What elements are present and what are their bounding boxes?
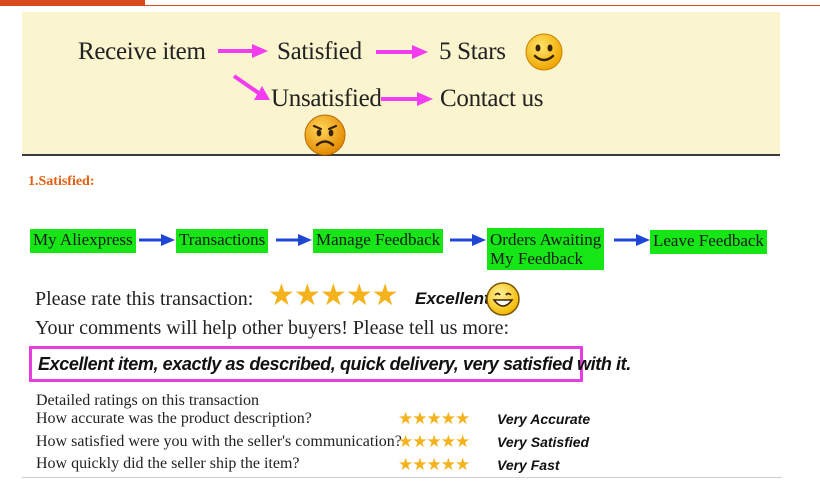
happy-smiley-icon (525, 33, 563, 71)
arrow-down-right-icon (232, 74, 270, 100)
flow-satisfied: Satisfied (277, 38, 362, 65)
star-icon[interactable]: ★ (319, 278, 347, 313)
star-icon[interactable]: ★ (345, 278, 373, 313)
step-leave-feedback: Leave Feedback (650, 230, 767, 254)
sad-smiley-icon (304, 114, 346, 156)
flow-unsatisfied: Unsatisfied (271, 85, 382, 112)
step-orders-awaiting-line2: My Feedback (490, 249, 584, 268)
arrow-right-icon (450, 234, 486, 246)
detail-question-accuracy: How accurate was the product description… (36, 410, 312, 427)
star-icon[interactable]: ★ (293, 278, 321, 313)
detail-rating-communication: Very Satisfied (497, 434, 590, 450)
detail-stars-accuracy[interactable]: ★★★★★ (398, 409, 470, 429)
grinning-smiley-icon (486, 282, 520, 316)
comment-text: Excellent item, exactly as described, qu… (38, 354, 631, 374)
arrow-right-icon (276, 234, 312, 246)
arrow-right-icon (218, 44, 268, 58)
rating-label: Excellent (415, 289, 490, 308)
arrow-right-icon (376, 45, 428, 59)
rate-prompt: Please rate this transaction: (35, 288, 254, 310)
top-accent-tab (0, 0, 145, 6)
arrow-right-icon (381, 92, 433, 106)
arrow-right-icon (614, 234, 650, 246)
detailed-ratings-heading: Detailed ratings on this transaction (36, 392, 260, 409)
top-accent-line (145, 5, 820, 6)
detail-rating-accuracy: Very Accurate (497, 411, 591, 427)
comments-prompt: Your comments will help other buyers! Pl… (35, 317, 510, 339)
star-icon[interactable]: ★ (268, 278, 295, 313)
detail-question-shipping: How quickly did the seller ship the item… (36, 455, 300, 472)
flow-receive-item: Receive item (78, 38, 206, 65)
star-icon[interactable]: ★ (371, 278, 399, 313)
bottom-divider (22, 477, 782, 478)
step-orders-awaiting-line1: Orders Awaiting (490, 230, 602, 249)
step-my-aliexpress: My Aliexpress (30, 229, 136, 253)
flow-five-stars: 5 Stars (439, 38, 506, 65)
arrow-right-icon (139, 234, 175, 246)
detail-question-communication: How satisfied were you with the seller's… (36, 433, 402, 450)
detail-stars-communication[interactable]: ★★★★★ (398, 432, 470, 452)
rating-stars[interactable]: ★★★★★ (268, 281, 399, 311)
step-transactions: Transactions (176, 229, 269, 253)
feedback-flow-panel (22, 12, 780, 156)
step-orders-awaiting-feedback: Orders Awaiting My Feedback (487, 228, 605, 270)
comment-textbox[interactable]: Excellent item, exactly as described, qu… (29, 346, 631, 382)
step-manage-feedback: Manage Feedback (313, 229, 444, 253)
detail-stars-shipping[interactable]: ★★★★★ (398, 455, 470, 475)
detail-rating-shipping: Very Fast (497, 457, 560, 473)
flow-contact-us: Contact us (440, 85, 544, 112)
section-title-satisfied: 1.Satisfied: (28, 174, 95, 189)
